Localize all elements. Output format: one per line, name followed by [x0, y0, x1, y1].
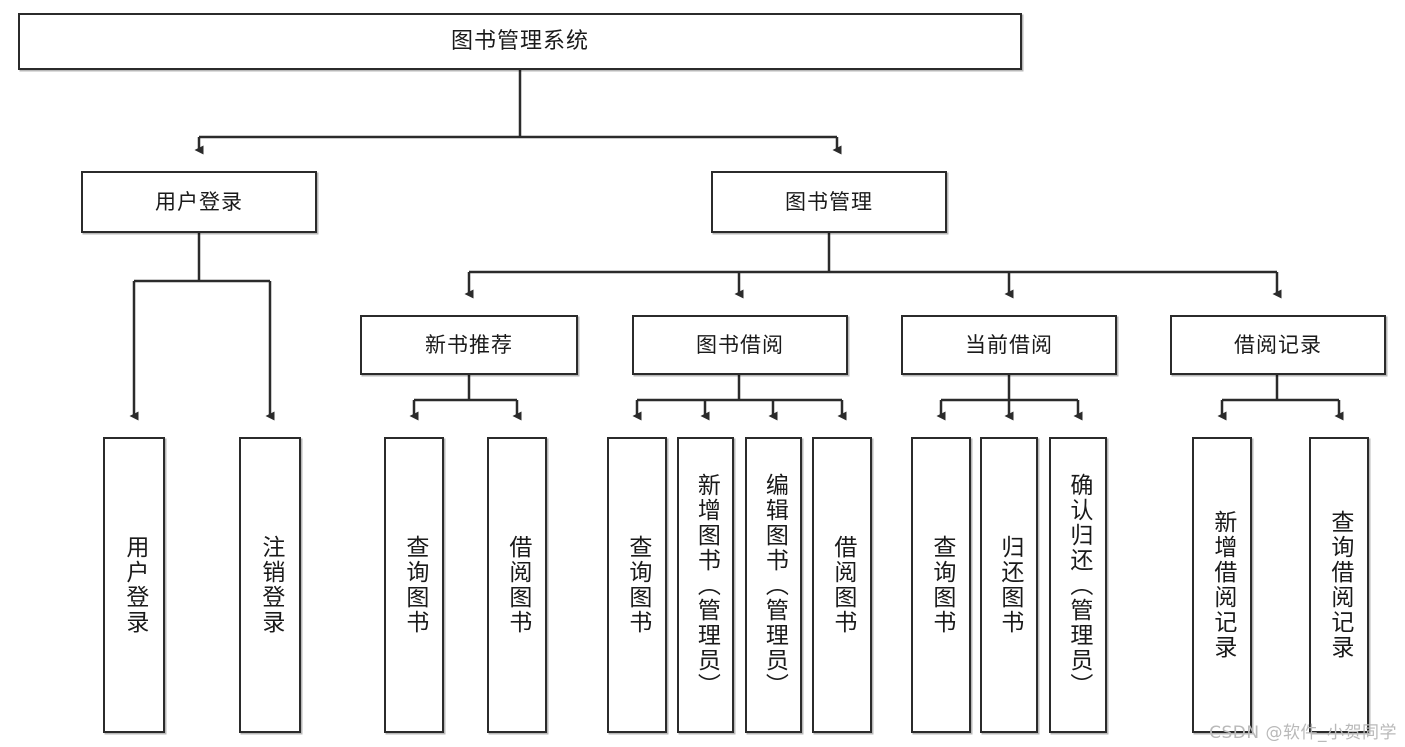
node-user-login[interactable]: 用户登录 — [81, 171, 317, 233]
node-leaf-records-add[interactable]: 新增借阅记录 — [1192, 437, 1252, 733]
node-leaf-recommend-borrow-book[interactable]: 借阅图书 — [487, 437, 547, 733]
node-book-management[interactable]: 图书管理 — [711, 171, 947, 233]
node-leaf-current-return-book[interactable]: 归还图书 — [980, 437, 1038, 733]
node-leaf-recommend-borrow-book-label: 借阅图书 — [504, 535, 531, 635]
node-leaf-borrow-query-book-label: 查询图书 — [624, 535, 651, 635]
node-new-book-recommend-label: 新书推荐 — [425, 332, 513, 357]
csdn-watermark: CSDN @软件_小贺同学 — [1209, 723, 1397, 743]
connector-lines — [129, 70, 1344, 421]
node-leaf-borrow-add-book-label: 新增图书（管理员） — [693, 472, 720, 698]
node-leaf-user-login-label: 用户登录 — [121, 535, 148, 635]
node-leaf-records-add-label: 新增借阅记录 — [1209, 510, 1236, 660]
node-leaf-borrow-query-book[interactable]: 查询图书 — [607, 437, 667, 733]
node-leaf-borrow-lend-book-label: 借阅图书 — [829, 535, 856, 635]
node-borrow-records-label: 借阅记录 — [1234, 332, 1322, 357]
node-new-book-recommend[interactable]: 新书推荐 — [360, 315, 578, 375]
node-current-borrow[interactable]: 当前借阅 — [901, 315, 1117, 375]
node-root-system[interactable]: 图书管理系统 — [18, 13, 1022, 70]
node-book-borrow-label: 图书借阅 — [696, 332, 784, 357]
node-user-login-label: 用户登录 — [155, 189, 243, 214]
node-leaf-recommend-query-book-label: 查询图书 — [401, 535, 428, 635]
node-book-management-label: 图书管理 — [785, 189, 873, 214]
node-leaf-records-query[interactable]: 查询借阅记录 — [1309, 437, 1369, 733]
node-leaf-user-logout[interactable]: 注销登录 — [239, 437, 301, 733]
node-leaf-borrow-edit-book[interactable]: 编辑图书（管理员） — [745, 437, 802, 733]
node-book-borrow[interactable]: 图书借阅 — [632, 315, 848, 375]
node-leaf-recommend-query-book[interactable]: 查询图书 — [384, 437, 444, 733]
node-root-system-label: 图书管理系统 — [450, 28, 589, 54]
node-leaf-current-confirm-return-label: 确认归还（管理员） — [1065, 472, 1092, 698]
node-leaf-current-query-book[interactable]: 查询图书 — [911, 437, 971, 733]
node-leaf-user-login[interactable]: 用户登录 — [103, 437, 165, 733]
node-leaf-current-return-book-label: 归还图书 — [996, 535, 1023, 635]
node-current-borrow-label: 当前借阅 — [965, 332, 1053, 357]
node-leaf-current-confirm-return[interactable]: 确认归还（管理员） — [1049, 437, 1107, 733]
node-leaf-user-logout-label: 注销登录 — [257, 535, 284, 635]
node-leaf-current-query-book-label: 查询图书 — [928, 535, 955, 635]
node-leaf-borrow-edit-book-label: 编辑图书（管理员） — [761, 472, 788, 698]
node-leaf-records-query-label: 查询借阅记录 — [1326, 510, 1353, 660]
node-leaf-borrow-add-book[interactable]: 新增图书（管理员） — [677, 437, 734, 733]
node-leaf-borrow-lend-book[interactable]: 借阅图书 — [812, 437, 872, 733]
node-borrow-records[interactable]: 借阅记录 — [1170, 315, 1386, 375]
